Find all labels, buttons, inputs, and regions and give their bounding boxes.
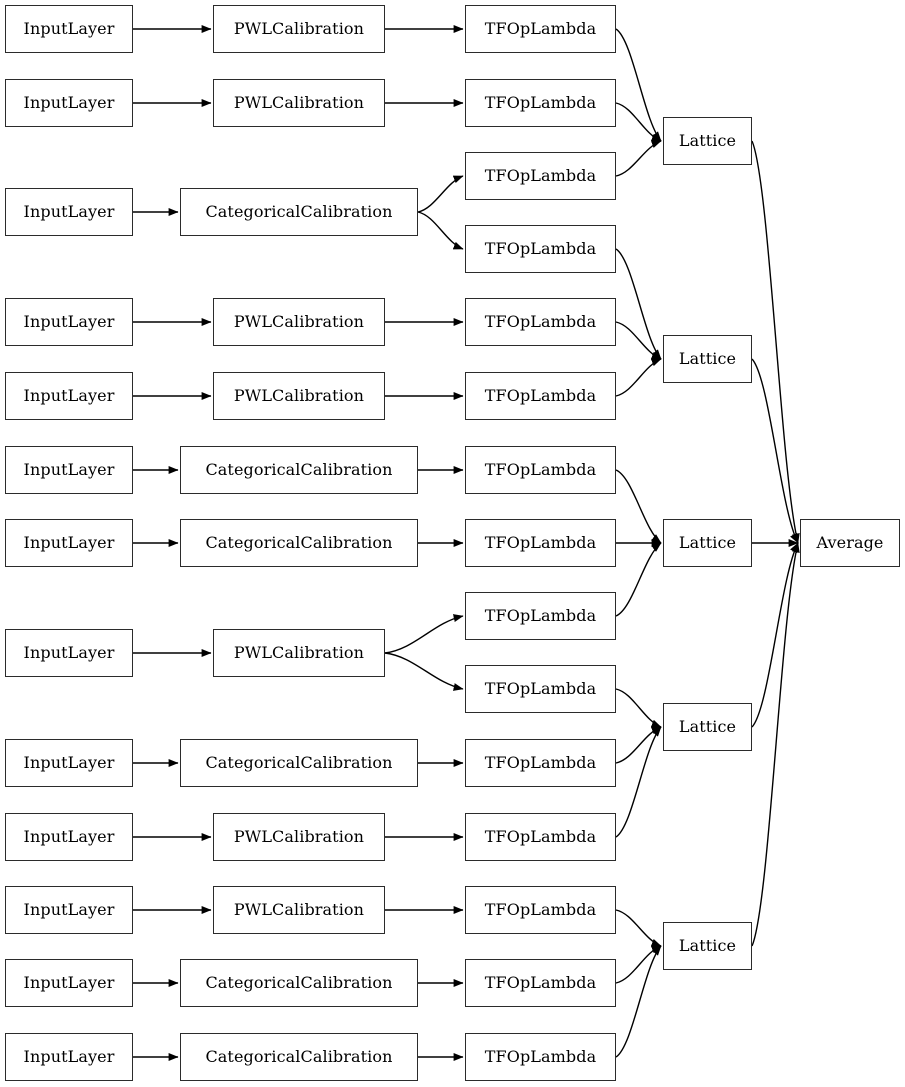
node-lat5[interactable]: Lattice xyxy=(663,922,752,970)
node-in13[interactable]: InputLayer xyxy=(5,1033,133,1081)
node-cal7[interactable]: CategoricalCalibration xyxy=(180,519,418,567)
node-in3[interactable]: InputLayer xyxy=(5,188,133,236)
edge-cal8-to-op9 xyxy=(384,614,464,654)
node-in2[interactable]: InputLayer xyxy=(5,79,133,127)
edge-op2-to-lat1 xyxy=(615,102,662,142)
node-lat2[interactable]: Lattice xyxy=(663,335,752,383)
node-in5[interactable]: InputLayer xyxy=(5,372,133,420)
edge-op15-to-lat5 xyxy=(615,945,662,1058)
edge-op3-to-lat1 xyxy=(615,140,662,177)
node-cal1[interactable]: PWLCalibration xyxy=(213,5,385,53)
edge-op13-to-lat5 xyxy=(615,909,662,947)
node-cal4[interactable]: PWLCalibration xyxy=(213,298,385,346)
node-op1[interactable]: TFOpLambda xyxy=(465,5,616,53)
node-op4[interactable]: TFOpLambda xyxy=(465,225,616,273)
node-cal10[interactable]: PWLCalibration xyxy=(213,813,385,861)
edge-op1-to-lat1 xyxy=(615,28,662,142)
edge-cal8-to-op10 xyxy=(384,652,464,691)
node-in12[interactable]: InputLayer xyxy=(5,959,133,1007)
edge-op6-to-lat2 xyxy=(615,358,662,397)
node-lat1[interactable]: Lattice xyxy=(663,117,752,165)
node-op11[interactable]: TFOpLambda xyxy=(465,739,616,787)
node-op5[interactable]: TFOpLambda xyxy=(465,298,616,346)
edge-op14-to-lat5 xyxy=(615,945,662,984)
node-in4[interactable]: InputLayer xyxy=(5,298,133,346)
node-cal6[interactable]: CategoricalCalibration xyxy=(180,446,418,494)
node-op2[interactable]: TFOpLambda xyxy=(465,79,616,127)
edge-lat1-to-avg xyxy=(751,140,800,544)
node-in1[interactable]: InputLayer xyxy=(5,5,133,53)
edge-op10-to-lat4 xyxy=(615,688,662,728)
node-in8[interactable]: InputLayer xyxy=(5,629,133,677)
node-in7[interactable]: InputLayer xyxy=(5,519,133,567)
edge-op12-to-lat4 xyxy=(615,726,662,838)
node-op7[interactable]: TFOpLambda xyxy=(465,446,616,494)
edge-op11-to-lat4 xyxy=(615,726,662,764)
node-cal13[interactable]: CategoricalCalibration xyxy=(180,1033,418,1081)
edge-group xyxy=(133,25,800,1061)
edge-op9-to-lat3 xyxy=(615,542,662,617)
node-in11[interactable]: InputLayer xyxy=(5,886,133,934)
node-cal9[interactable]: CategoricalCalibration xyxy=(180,739,418,787)
edge-op5-to-lat2 xyxy=(615,321,662,360)
node-cal2[interactable]: PWLCalibration xyxy=(213,79,385,127)
node-op13[interactable]: TFOpLambda xyxy=(465,886,616,934)
node-op9[interactable]: TFOpLambda xyxy=(465,592,616,640)
node-cal12[interactable]: CategoricalCalibration xyxy=(180,959,418,1007)
edge-op4-to-lat2 xyxy=(615,248,662,360)
node-avg[interactable]: Average xyxy=(800,519,900,567)
edge-op7-to-lat3 xyxy=(615,469,662,544)
node-op12[interactable]: TFOpLambda xyxy=(465,813,616,861)
node-lat3[interactable]: Lattice xyxy=(663,519,752,567)
node-in6[interactable]: InputLayer xyxy=(5,446,133,494)
edge-cal3-to-op4 xyxy=(417,211,464,250)
node-in10[interactable]: InputLayer xyxy=(5,813,133,861)
node-op10[interactable]: TFOpLambda xyxy=(465,665,616,713)
node-op8[interactable]: TFOpLambda xyxy=(465,519,616,567)
node-cal11[interactable]: PWLCalibration xyxy=(213,886,385,934)
node-op3[interactable]: TFOpLambda xyxy=(465,152,616,200)
node-in9[interactable]: InputLayer xyxy=(5,739,133,787)
node-op6[interactable]: TFOpLambda xyxy=(465,372,616,420)
edge-cal3-to-op3 xyxy=(417,175,464,213)
edge-lat5-to-avg xyxy=(751,542,800,947)
node-cal3[interactable]: CategoricalCalibration xyxy=(180,188,418,236)
node-cal8[interactable]: PWLCalibration xyxy=(213,629,385,677)
edge-lat4-to-avg xyxy=(751,542,799,728)
node-lat4[interactable]: Lattice xyxy=(663,703,752,751)
node-cal5[interactable]: PWLCalibration xyxy=(213,372,385,420)
node-op14[interactable]: TFOpLambda xyxy=(465,959,616,1007)
node-op15[interactable]: TFOpLambda xyxy=(465,1033,616,1081)
edge-lat2-to-avg xyxy=(751,358,799,544)
